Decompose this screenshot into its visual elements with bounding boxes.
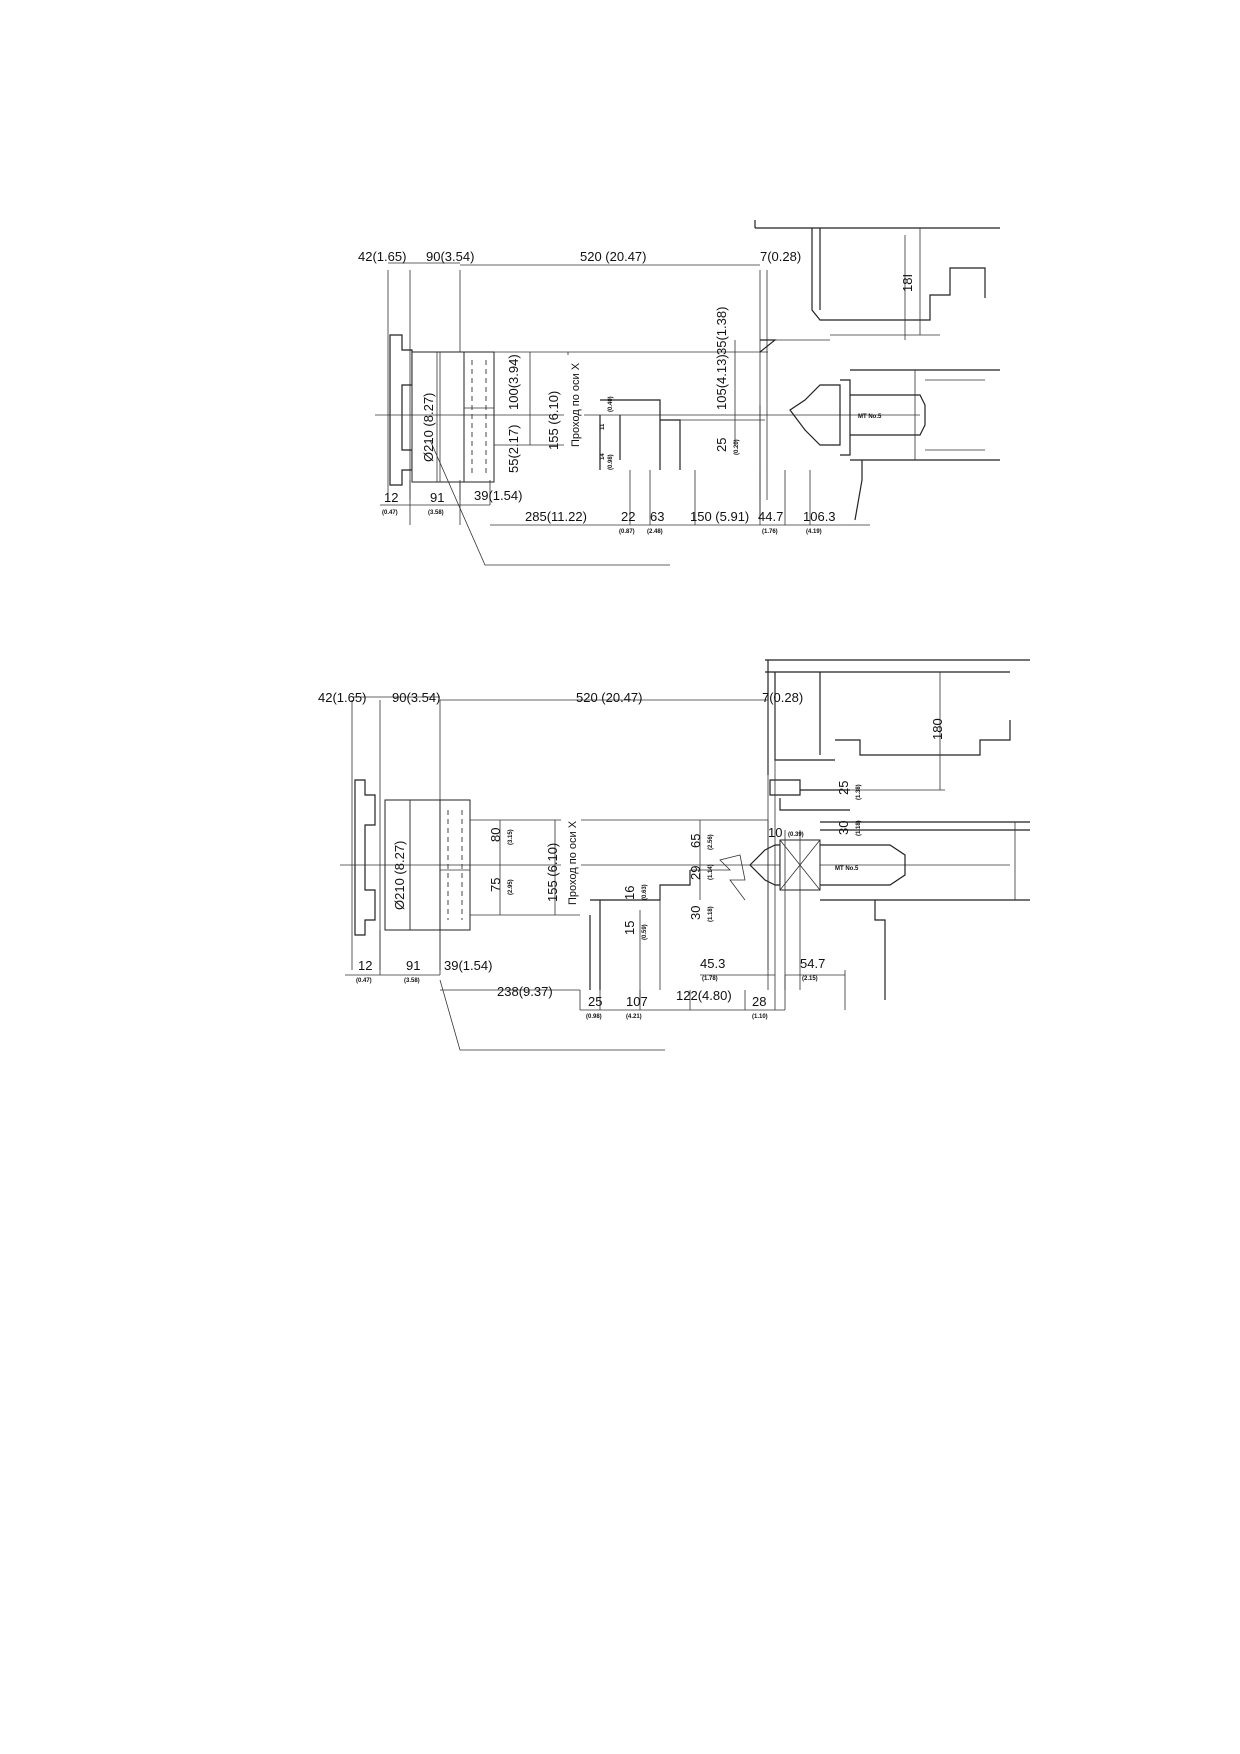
tailstock-housing-2: 180 (765, 659, 1030, 811)
dim-25-label: 25 (714, 438, 729, 452)
sub-047-2: (0.47) (356, 978, 372, 984)
dim-16-label: 16 (622, 886, 637, 900)
dim-7-label-2: 7(0.28) (762, 690, 803, 705)
dim-28-label: 28 (752, 994, 766, 1009)
dim-520-label-2: 520 (20.47) (576, 690, 643, 705)
dim-small-020: (0.20) (734, 439, 740, 455)
chuck-1 (389, 334, 495, 486)
sub-087-1: (0.87) (619, 529, 635, 535)
dim-54-7-label: 54.7 (800, 956, 825, 971)
sub-176-1: (1.76) (762, 529, 778, 535)
dim-107-label: 107 (626, 994, 648, 1009)
sub-256: (2.56) (708, 834, 714, 850)
dim-150-label: 150 (5.91) (690, 509, 749, 524)
dim-80-label: 80 (488, 828, 503, 842)
dim-238-label: 238(9.37) (497, 984, 553, 999)
sub-421-2: (4.21) (626, 1014, 642, 1020)
dim-75-label: 75 (488, 878, 503, 892)
sub-358-1: (3.58) (428, 510, 444, 516)
sub-098-2: (0.98) (586, 1014, 602, 1020)
dim-30b-label: 30 (836, 821, 851, 835)
mt-label-1: MT No.5 (858, 414, 882, 420)
dim-180-label: 180 (930, 718, 945, 740)
dim-39-label-2: 39(1.54) (444, 958, 492, 973)
sub-047-1: (0.47) (382, 510, 398, 516)
dim-45-3-label: 45.3 (700, 956, 725, 971)
dim-dia210-label: Ø210 (8.27) (421, 393, 436, 462)
dim-520-label: 520 (20.47) (580, 249, 647, 264)
x-axis-travel-label-1: Проход по оси X (570, 362, 582, 447)
leader-2 (439, 979, 665, 1051)
dim-dia210-label-2: Ø210 (8.27) (392, 841, 407, 910)
dim-12-label-2: 12 (358, 958, 372, 973)
x-axis-travel-label-2: Проход по оси X (567, 820, 579, 905)
dim-15-label: 15 (622, 921, 637, 935)
dim-122-label: 122(4.80) (676, 988, 732, 1003)
dim-106-3-label: 106.3 (803, 509, 836, 524)
sub-419-1: (4.19) (806, 529, 822, 535)
sub-110-2: (1.10) (752, 1014, 768, 1020)
dim-100-label: 100(3.94) (506, 354, 521, 410)
dim-14-label: 14 (600, 453, 606, 460)
diagram-1: 18I MT No.5 (358, 220, 1000, 566)
dim-91-label-2: 91 (406, 958, 420, 973)
dim-25-label-2: 25 (836, 781, 851, 795)
dim-155-label-2: 155 (6.10) (545, 843, 560, 902)
sub-215-2: (2.15) (802, 976, 818, 982)
chuck-2 (354, 779, 471, 936)
dim-155-label: 155 (6.10) (546, 391, 561, 450)
dim-39-label: 39(1.54) (474, 488, 522, 503)
sub-118: (1.18) (708, 906, 714, 922)
dim-91-label: 91 (430, 490, 444, 505)
dim-small-040: (0.40) (608, 396, 614, 412)
dim-22-label: 22 (621, 509, 635, 524)
dim-55-label: 55(2.17) (506, 425, 521, 473)
sub-138: (1.38) (856, 784, 862, 800)
dim-35-label: 35(1.38) (714, 307, 729, 355)
dim-105-label: 105(4.13) (714, 354, 729, 410)
dim-29-label: 29 (688, 866, 703, 880)
dim-11-label: 11 (600, 423, 606, 430)
diagram-2: 180 M (318, 659, 1030, 1051)
dim-90-label: 90(3.54) (426, 249, 474, 264)
sub-059: (0.59) (642, 924, 648, 940)
dim-42-label: 42(1.65) (358, 249, 406, 264)
sub-315: (3.15) (508, 829, 514, 845)
dim-small-098: (0.98) (608, 454, 614, 470)
dim-285-label: 285(11.22) (525, 509, 587, 524)
sub-248-1: (2.48) (647, 529, 663, 535)
sub-063: (0.63) (642, 884, 648, 900)
dim-65-label: 65 (688, 834, 703, 848)
dim-63-label: 63 (650, 509, 664, 524)
sub-039: (0.39) (788, 832, 804, 838)
dim-44-7-label: 44.7 (758, 509, 783, 524)
tailstock-1: MT No.5 (789, 369, 1000, 521)
mt-label-2: MT No.5 (835, 866, 859, 872)
dim-25-label-3: 25 (588, 994, 602, 1009)
leader-1 (429, 439, 670, 566)
dim-18I-label: 18I (900, 274, 915, 292)
tailstock-housing-1: 18I (754, 220, 1000, 341)
dim-7-label: 7(0.28) (760, 249, 801, 264)
sub-358-2: (3.58) (404, 978, 420, 984)
sub-178-2: (1.78) (702, 976, 718, 982)
tailstock-2: MT No.5 (749, 821, 1030, 1000)
sub-295: (2.95) (508, 879, 514, 895)
dim-42-label-2: 42(1.65) (318, 690, 366, 705)
sub-114: (1.14) (708, 864, 714, 880)
dim-30-label: 30 (688, 906, 703, 920)
dim-12-label: 12 (384, 490, 398, 505)
dim-10-label: 10 (768, 825, 782, 840)
dim-90-label-2: 90(3.54) (392, 690, 440, 705)
sub-118b: (1.18) (856, 820, 862, 836)
